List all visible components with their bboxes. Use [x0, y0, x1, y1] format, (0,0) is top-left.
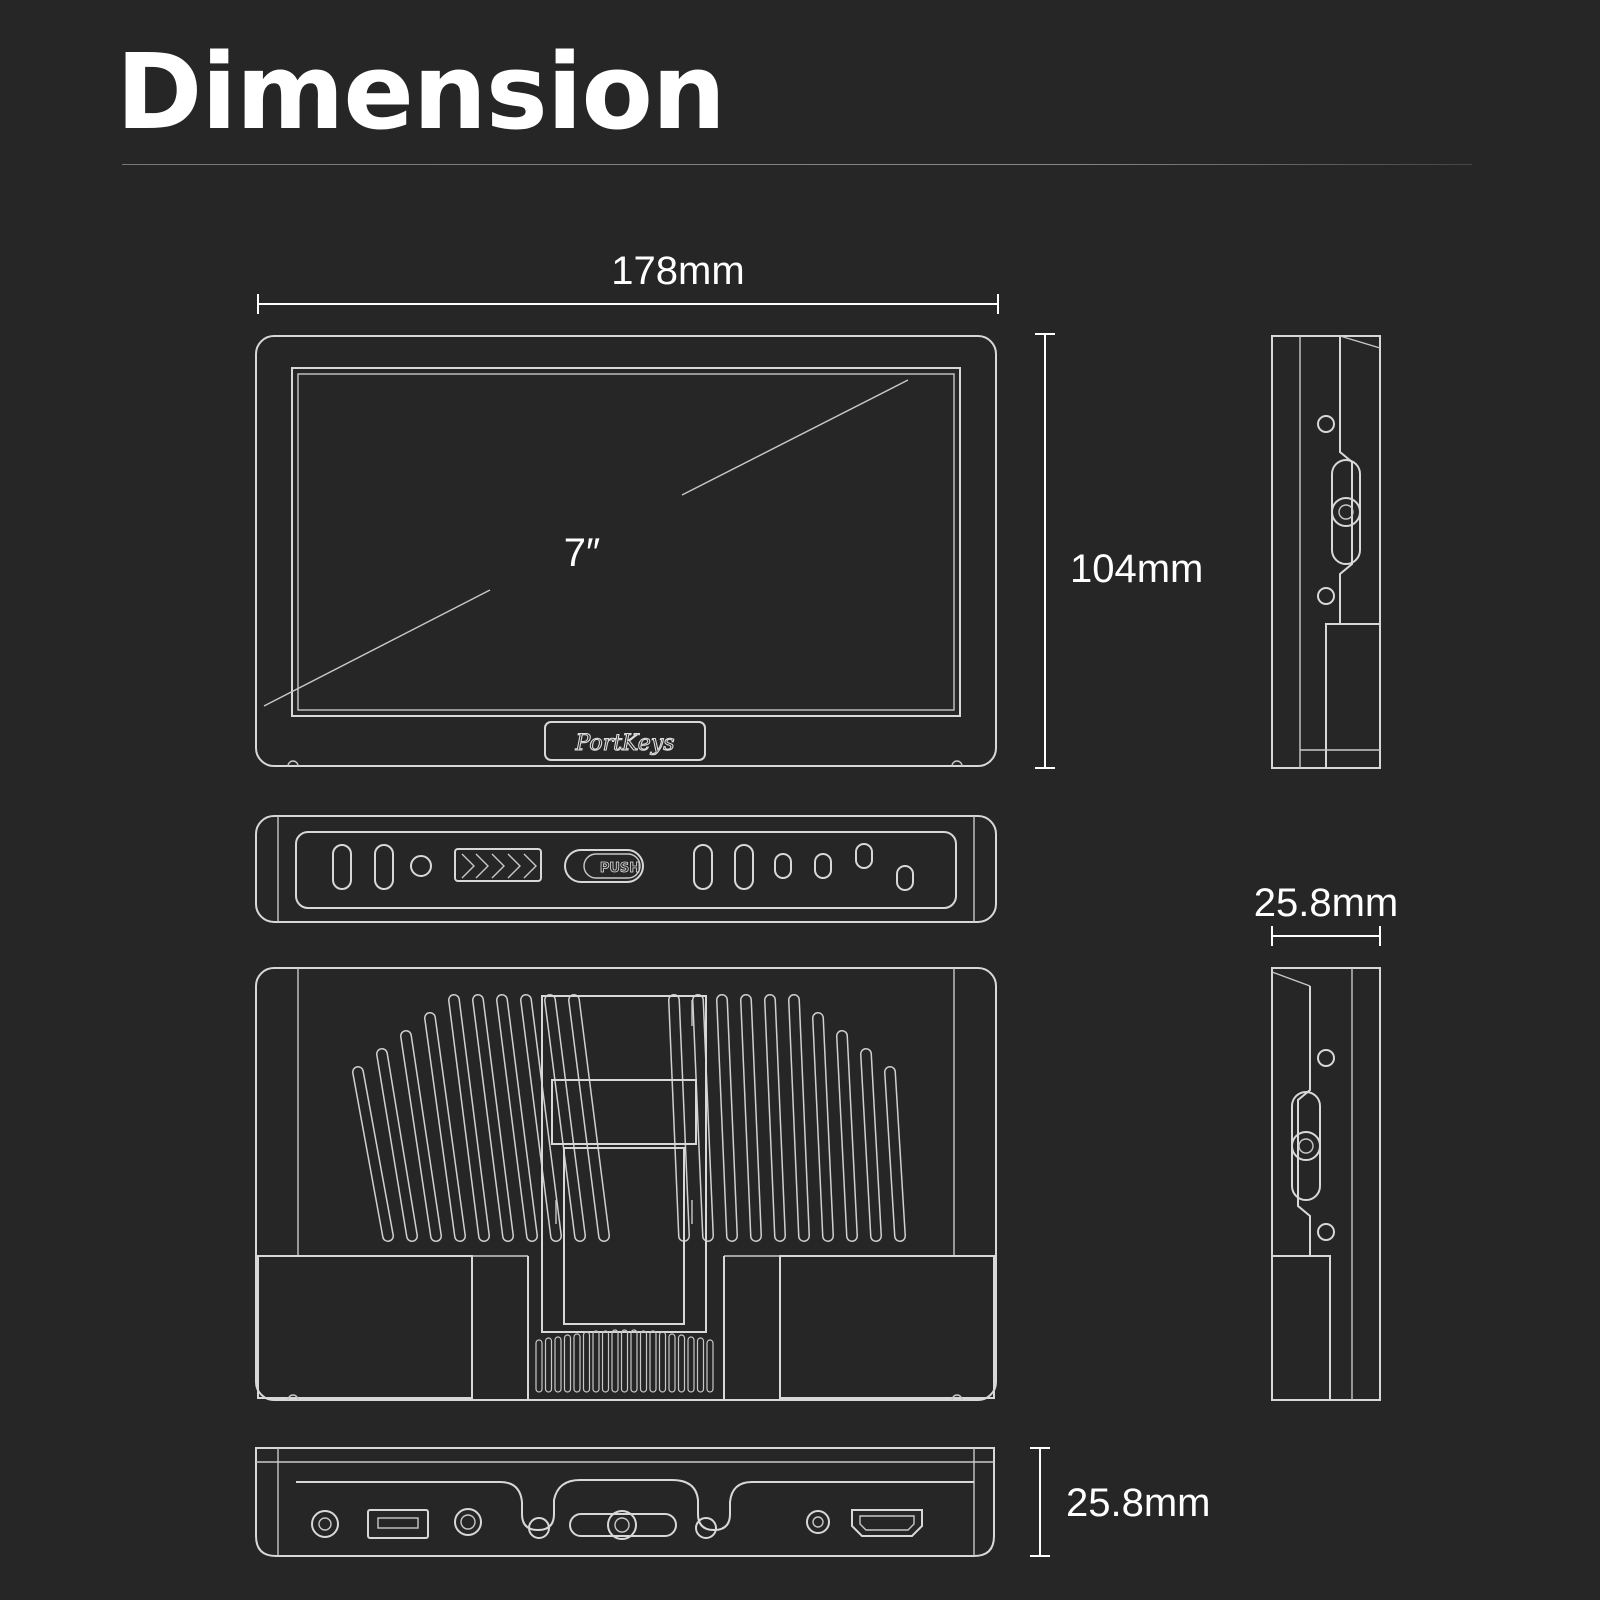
front-view: 7″ PortKeys — [255, 335, 997, 767]
side-depth-label: 25.8mm — [1254, 881, 1399, 925]
width-label: 178mm — [611, 249, 744, 293]
side-view-bottom — [1271, 967, 1381, 1401]
vent-slots-left — [352, 994, 610, 1242]
page-title: Dimension — [116, 31, 726, 153]
top-edge-view: PUSH — [255, 815, 997, 923]
bottom-edge-view — [255, 1447, 995, 1557]
bottom-depth-label: 25.8mm — [1066, 1481, 1211, 1525]
width-dimension: 178mm — [257, 249, 999, 314]
screen-size-label: 7″ — [564, 531, 600, 575]
vent-slots-bottom — [535, 1329, 714, 1393]
push-button-label: PUSH — [600, 861, 640, 876]
back-view — [255, 967, 997, 1401]
height-label: 104mm — [1070, 547, 1203, 591]
vent-slots-right — [668, 994, 906, 1242]
title-divider — [122, 164, 1472, 165]
height-dimension: 104mm — [1035, 333, 1203, 769]
bottom-depth-dimension: 25.8mm — [1030, 1447, 1211, 1557]
side-depth-dimension: 25.8mm — [1254, 881, 1399, 946]
side-view-top — [1271, 335, 1381, 769]
brand-logo: PortKeys — [574, 731, 674, 756]
